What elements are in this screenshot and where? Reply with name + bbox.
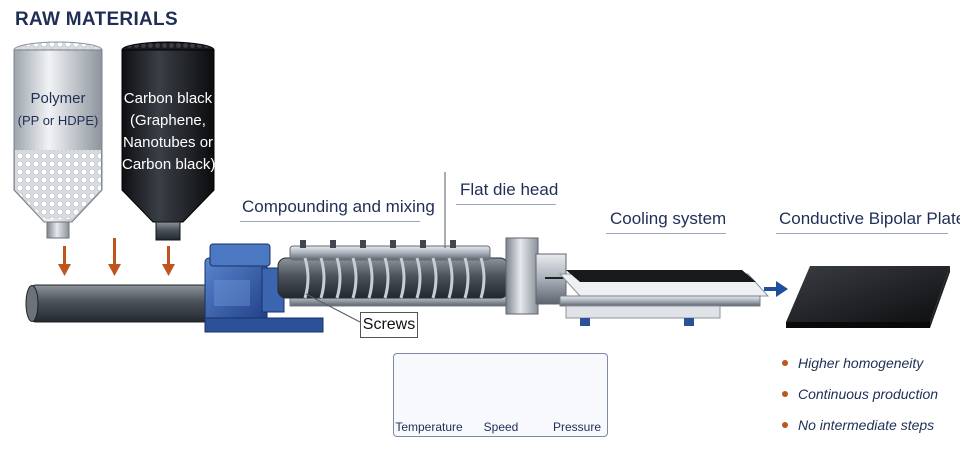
carbon-label-line1: Carbon black <box>123 90 213 107</box>
parameter-temperature: Temperature <box>394 416 464 434</box>
feed-arrows <box>58 238 175 276</box>
carbon-label-line3: Nanotubes or <box>122 134 214 151</box>
polymer-label-line1: Polymer <box>30 90 86 107</box>
parameter-label: Temperature <box>395 420 463 434</box>
screws-label: Screws <box>360 312 418 338</box>
feed-pipe <box>25 284 216 323</box>
motor-gearbox <box>204 243 324 333</box>
compounding-label: Compounding and mixing <box>242 197 435 216</box>
carbon-hopper-label: Carbon black (Graphene, Nanotubes or Car… <box>122 88 216 176</box>
extruder-barrel <box>277 240 509 299</box>
flat-die-label: Flat die head <box>460 180 559 199</box>
cooling-system <box>558 270 770 326</box>
carbon-label-line2: (Graphene, <box>130 112 206 129</box>
parameter-speed: Speed <box>466 416 536 434</box>
carbon-label-line4: Carbon black) <box>122 156 216 173</box>
benefit-item: Continuous production <box>782 383 938 414</box>
benefit-item: Higher homogeneity <box>782 352 938 383</box>
raw-materials-title: RAW MATERIALS <box>15 9 178 30</box>
polymer-hopper-label: Polymer (PP or HDPE) <box>14 88 102 132</box>
bipolar-plate <box>786 266 950 328</box>
process-parameters-panel: Temperature Speed Pressure <box>393 353 608 437</box>
leader-lines <box>305 172 446 323</box>
parameter-label: Pressure <box>552 420 602 434</box>
polymer-hopper <box>13 41 103 239</box>
benefits-list: Higher homogeneity Continuous production… <box>782 352 938 445</box>
carbon-black-hopper <box>121 41 215 241</box>
flat-die-head <box>505 237 567 315</box>
cooling-label: Cooling system <box>610 209 727 228</box>
product-label: Conductive Bipolar Plate <box>779 209 960 228</box>
parameter-label: Speed <box>483 420 519 434</box>
parameter-pressure: Pressure <box>542 416 612 434</box>
flow-arrow <box>764 281 788 297</box>
benefit-item: No intermediate steps <box>782 414 938 445</box>
polymer-label-line2: (PP or HDPE) <box>17 113 99 128</box>
